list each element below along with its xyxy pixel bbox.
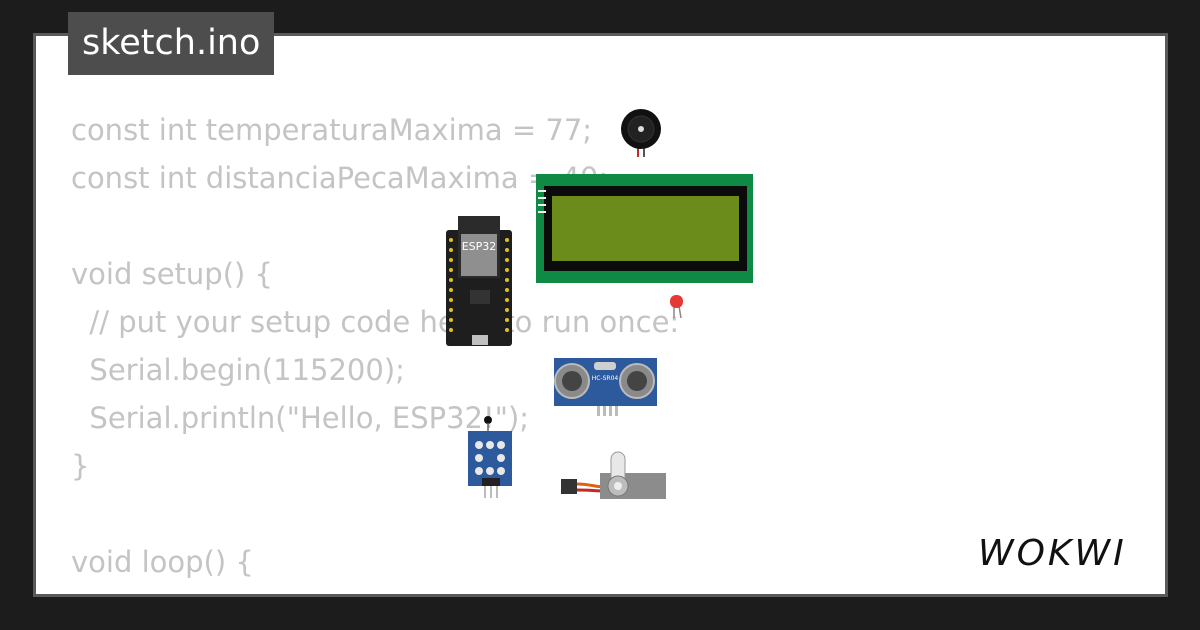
led[interactable] — [670, 295, 683, 319]
code-line: const int distanciaPecaMaxima = 40; — [71, 161, 609, 195]
servo-motor[interactable] — [561, 451, 666, 499]
code-editor: const int temperaturaMaxima = 77; const i… — [71, 106, 755, 594]
preview-card: const int temperaturaMaxima = 77; const i… — [33, 33, 1168, 597]
code-line: void setup() { — [71, 257, 273, 291]
lcd-display[interactable] — [536, 174, 753, 283]
temperature-sensor[interactable] — [468, 416, 512, 498]
code-line: // put your setup code here, to run once… — [71, 305, 680, 339]
esp32-board[interactable]: ESP32 — [446, 216, 512, 346]
code-line: Serial.println("Hello, ESP32!"); — [71, 401, 530, 435]
code-line: void loop() { — [71, 545, 254, 579]
buzzer[interactable] — [621, 109, 661, 157]
code-line: // put your main code here, to run repea… — [71, 586, 754, 594]
wokwi-logo[interactable]: WOKWI — [978, 527, 1150, 575]
wokwi-logo-text: WOKWI — [978, 533, 1127, 574]
code-line: Serial.begin(115200); — [71, 353, 405, 387]
ultrasonic-label: HC-SR04 — [592, 375, 619, 382]
ultrasonic-sensor[interactable]: HC-SR04 — [554, 358, 657, 416]
file-tab[interactable]: sketch.ino — [68, 12, 275, 75]
esp32-label: ESP32 — [462, 240, 497, 253]
code-line: } — [71, 449, 90, 483]
code-line: const int temperaturaMaxima = 77; — [71, 113, 593, 147]
